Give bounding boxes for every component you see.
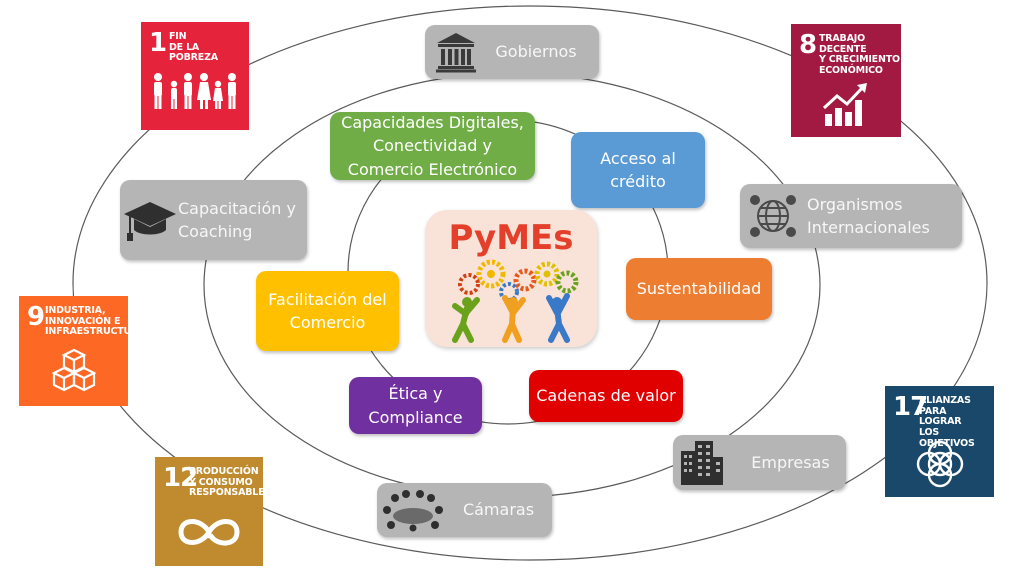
sustentabilidad-box: Sustentabilidad [626,258,772,320]
sdg-8-number: 8 [799,30,817,60]
capacidades-label: Capacidades Digitales, Conectividad y Co… [341,113,524,179]
gobiernos-box: Gobiernos [425,25,599,79]
organismos-label: Organismos Internacionales [807,194,930,237]
sdg-12-number: 12 [163,463,198,493]
family-icon [154,73,236,109]
camaras-label: Cámaras [462,500,535,520]
sdg-1-number: 1 [149,28,167,58]
sdg-12-tile: 12 PRODUCCIÓN Y CONSUMO RESPONSABLES [155,457,271,566]
sdg-17-number: 17 [893,392,928,422]
outer-ring [72,5,988,561]
growth-chart-icon [822,83,867,126]
sdg-12-title: PRODUCCIÓN Y CONSUMO RESPONSABLES [189,466,272,499]
sdg-9-tile: 9 INDUSTRIA, INNOVACIÓN E INFRAESTRUCTUR… [19,296,146,406]
etica-compliance-label: Ética y Compliance [368,384,463,427]
empresas-label: Empresas [751,452,830,472]
government-building-icon [436,33,476,73]
camaras-box: Cámaras [377,483,552,537]
sdg-1-tile: 1 FIN DE LA POBREZA [141,22,249,130]
sdg-9-number: 9 [27,302,45,332]
cadenas-valor-box: Cadenas de valor [529,370,683,422]
sustentabilidad-label: Sustentabilidad [636,279,762,299]
pymes-center: PyMEs [425,210,597,347]
graduation-cap-icon [124,202,176,241]
etica-compliance-box: Ética y Compliance [349,377,482,434]
sdg-9-title: INDUSTRIA, INNOVACIÓN E INFRAESTRUCTURA [45,305,146,338]
sdg-8-title: TRABAJO DECENTE Y CRECIMIENTO ECONÓMICO [819,33,900,76]
capacidades-box: Capacidades Digitales, Conectividad y Co… [330,112,535,180]
infinity-icon [178,519,240,546]
capacitacion-box: Capacitación y Coaching [120,180,307,260]
rings-icon [916,440,964,488]
sdg-17-tile: 17 ALIANZAS PARA LOGRAR LOS OBJETIVOS [885,386,994,497]
teamwork-gears-icon [452,259,579,343]
facilitacion-label: Facilitación del Comercio [268,289,387,332]
empresas-box: Empresas [673,435,846,490]
sdg-1-title: FIN DE LA POBREZA [169,31,218,64]
meeting-table-icon [383,490,443,532]
cubes-icon [51,348,97,392]
cadenas-valor-label: Cadenas de valor [536,386,676,406]
sdg-8-tile: 8 TRABAJO DECENTE Y CRECIMIENTO ECONÓMIC… [791,24,901,137]
facilitacion-box: Facilitación del Comercio [256,271,399,351]
organismos-box: Organismos Internacionales [740,184,962,248]
gobiernos-label: Gobiernos [495,42,577,62]
acceso-credito-box: Acceso al crédito [571,132,705,208]
pymes-title: PyMEs [448,218,574,258]
capacitacion-label: Capacitación y Coaching [178,198,296,241]
acceso-credito-label: Acceso al crédito [600,148,676,191]
globe-people-icon [750,195,796,237]
office-buildings-icon [681,441,723,485]
